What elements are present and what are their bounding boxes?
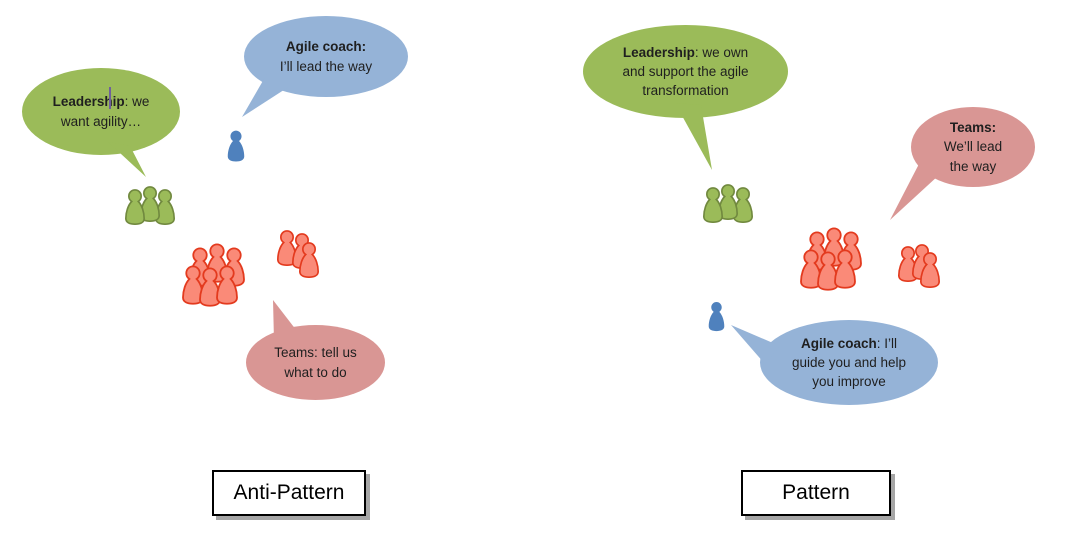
- speaker-name: Agile coach:: [285, 39, 367, 55]
- leadership-pawn: [125, 189, 146, 225]
- speaker-name: Agile coach: [800, 335, 877, 351]
- speaker-name: Leadership: [52, 94, 125, 110]
- anti-pattern-label: Anti-Pattern: [212, 470, 366, 516]
- speech-bubble-shape: [246, 300, 385, 400]
- speech-bubble-shape: [890, 107, 1035, 220]
- label-text: Pattern: [782, 481, 850, 504]
- speech-bubble-shape: [242, 16, 408, 117]
- teams-speech-bubble: Teams: tell us what to do: [246, 300, 385, 400]
- agile-coach-speech-bubble: Agile coach: I’ll lead the way: [242, 16, 408, 117]
- label-text: Anti-Pattern: [233, 481, 345, 504]
- team-pawn: [919, 252, 941, 288]
- pattern-label: Pattern: [741, 470, 891, 516]
- speech-bubble-tail: [731, 325, 780, 364]
- speech-bubble-tail: [890, 162, 939, 220]
- speech-bubble-shape: [22, 68, 180, 177]
- speech-text: : I’ll guide you and help you improve: [791, 335, 907, 390]
- speech-bubble-tail: [273, 300, 300, 341]
- team-pawn: [834, 249, 856, 289]
- speech-text: : we own and support the agile transform…: [622, 44, 749, 99]
- leadership-speech-bubble: Leadership: we own and support the agile…: [583, 25, 788, 170]
- agile-coach-speech-bubble: Agile coach: I’ll guide you and help you…: [731, 320, 938, 405]
- speech-text: : we want agility…: [60, 94, 150, 129]
- leadership-pawn: [702, 187, 724, 223]
- speech-bubble-tail: [108, 142, 146, 177]
- agile-coach-pawn: [708, 301, 725, 332]
- speech-bubble-tail: [242, 72, 290, 117]
- speech-bubble-shape: [731, 320, 938, 405]
- speech-bubble-tail: [675, 103, 712, 170]
- leadership-speech-bubble: Leadership: we want agility…: [22, 68, 180, 177]
- agile-coach-pawn: [227, 130, 245, 162]
- teams-speech-bubble: Teams: We’ll lead the way: [890, 107, 1035, 220]
- speech-text: Teams: tell us what to do: [274, 345, 357, 380]
- speech-bubble-shape: [583, 25, 788, 170]
- team-pawn: [299, 242, 319, 278]
- speaker-name: Leadership: [622, 44, 695, 60]
- speech-text: We’ll lead the way: [943, 139, 1003, 174]
- speech-text: I’ll lead the way: [279, 58, 373, 74]
- speaker-name: Teams:: [949, 120, 997, 136]
- team-pawn: [216, 265, 238, 305]
- text-cursor: [109, 87, 111, 109]
